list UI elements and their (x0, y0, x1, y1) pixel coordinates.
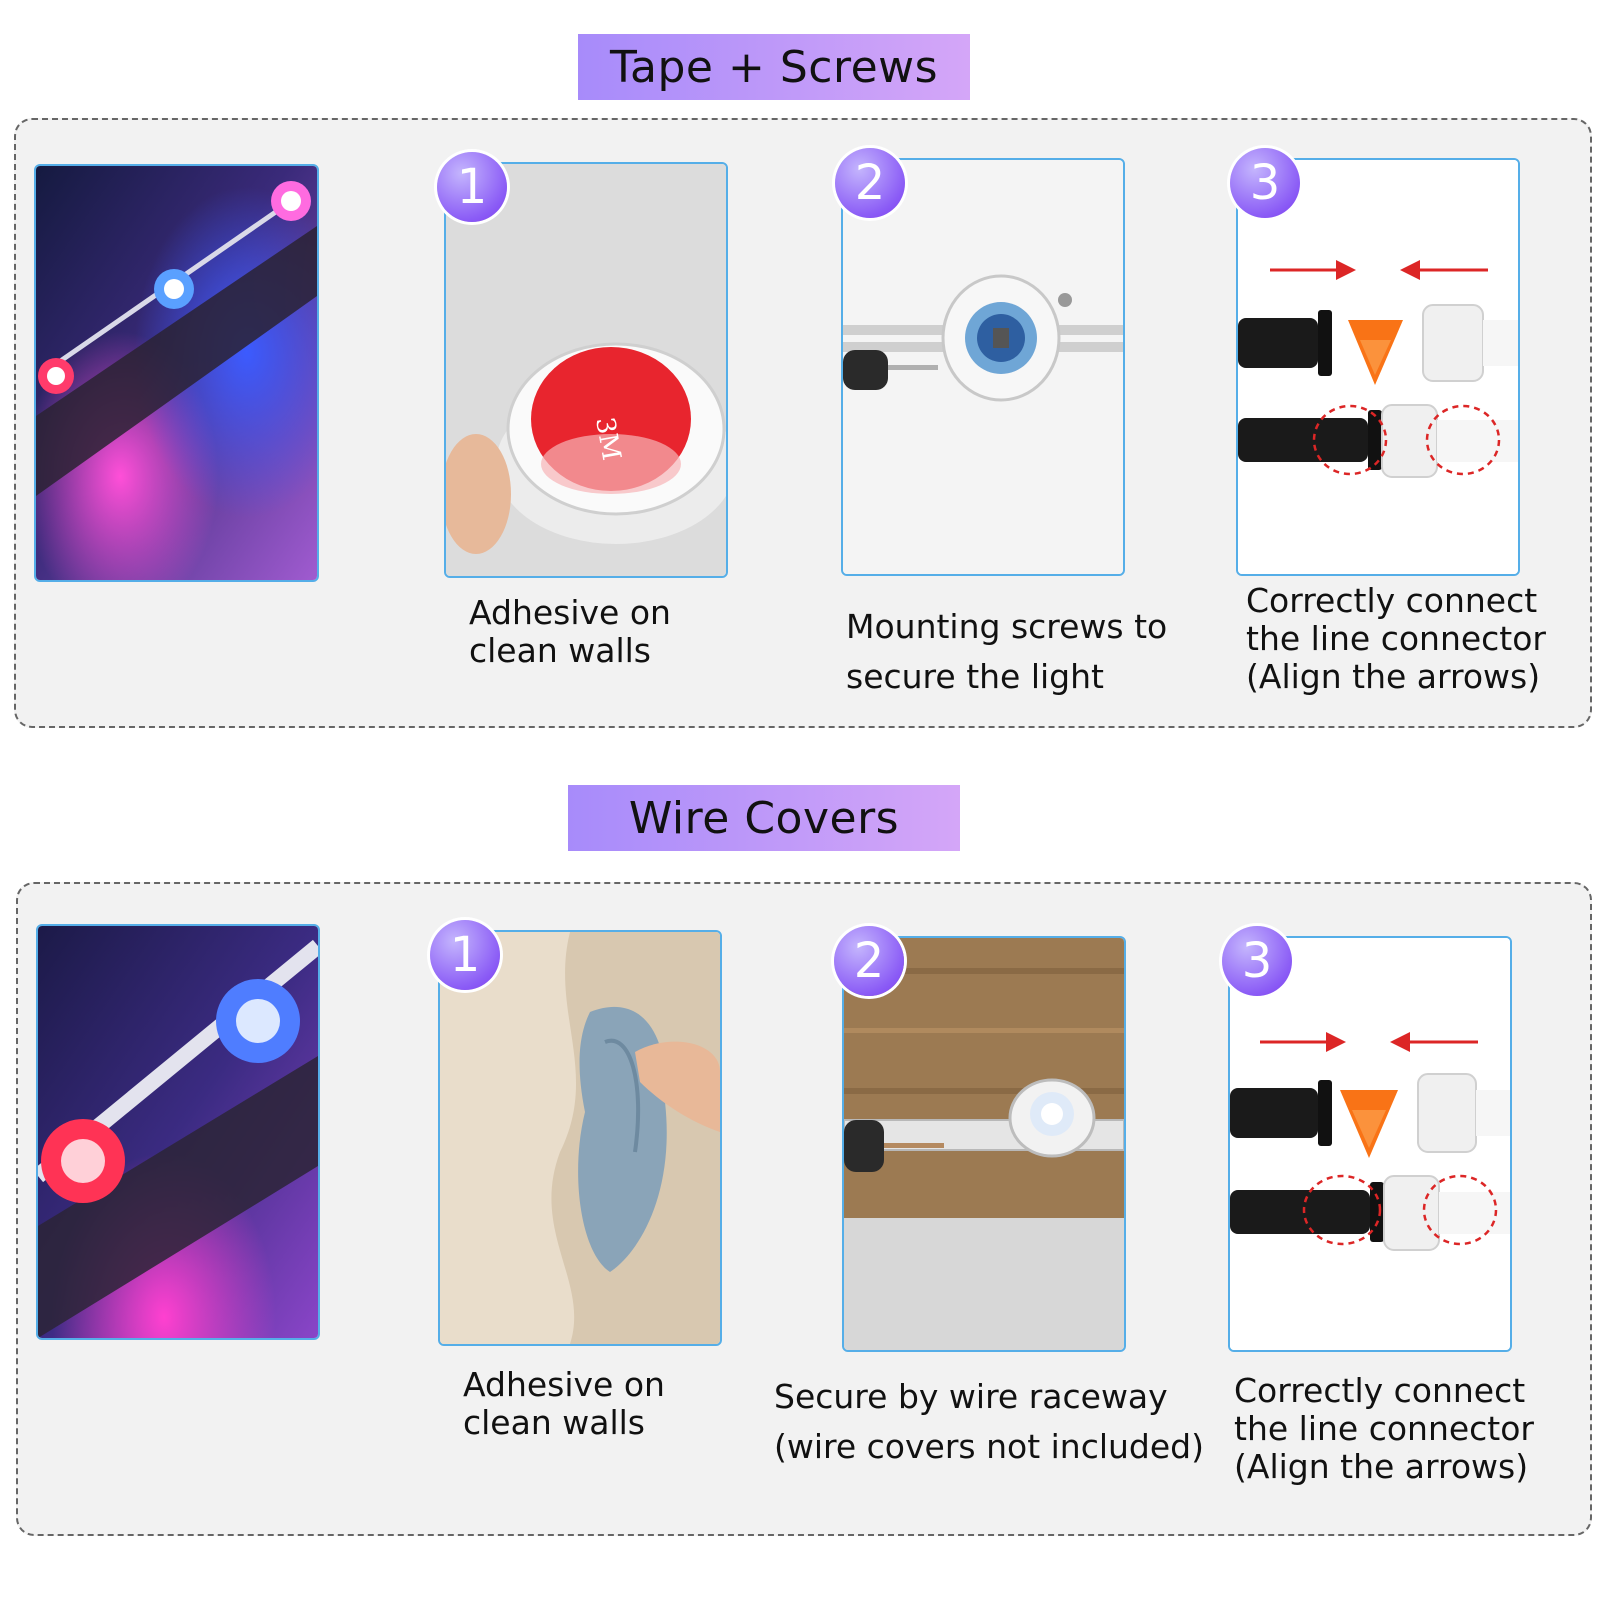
wire-raceway-photo (842, 936, 1126, 1352)
connector-align-photo (1236, 158, 1520, 576)
caption-line: the line connector (1246, 619, 1546, 658)
caption-line: the line connector (1234, 1409, 1534, 1448)
step-3-badge: 3 (1222, 926, 1292, 996)
led-lights-hero-photo (34, 164, 319, 582)
step-2-badge: 2 (834, 926, 904, 996)
adhesive-tape-photo: 3M (444, 162, 728, 578)
caption-line: Secure by wire raceway (774, 1377, 1168, 1416)
step-2-caption: Mounting screws to secure the light (846, 602, 1167, 702)
caption-line: (Align the arrows) (1234, 1447, 1529, 1486)
caption-line: (Align the arrows) (1246, 657, 1541, 696)
step-1-badge: 1 (437, 152, 507, 222)
caption-line: clean walls (463, 1403, 645, 1442)
led-lights-closeup-photo (36, 924, 320, 1340)
caption-line: (wire covers not included) (774, 1427, 1204, 1466)
caption-line: secure the light (846, 657, 1104, 696)
caption-line: Adhesive on (463, 1365, 665, 1404)
step-3-caption: Correctly connect the line connector (Al… (1234, 1372, 1534, 1486)
step-1-caption: Adhesive on clean walls (469, 594, 671, 670)
section-title-wire-covers: Wire Covers (568, 785, 960, 851)
section-title-tape-screws: Tape + Screws (578, 34, 970, 100)
step-2-caption: Secure by wire raceway (wire covers not … (774, 1372, 1204, 1472)
caption-line: Correctly connect (1234, 1371, 1526, 1410)
caption-line: clean walls (469, 631, 651, 670)
screw-mount-photo (841, 158, 1125, 576)
step-2-badge: 2 (835, 148, 905, 218)
caption-line: Adhesive on (469, 593, 671, 632)
step-1-badge: 1 (430, 920, 500, 990)
step-3-badge: 3 (1230, 148, 1300, 218)
connector-align-photo (1228, 936, 1512, 1352)
svg-text:3M: 3M (589, 415, 626, 463)
step-3-caption: Correctly connect the line connector (Al… (1246, 582, 1546, 696)
caption-line: Mounting screws to (846, 607, 1168, 646)
caption-line: Correctly connect (1246, 581, 1538, 620)
step-1-caption: Adhesive on clean walls (463, 1366, 665, 1442)
wipe-wall-photo (438, 930, 722, 1346)
